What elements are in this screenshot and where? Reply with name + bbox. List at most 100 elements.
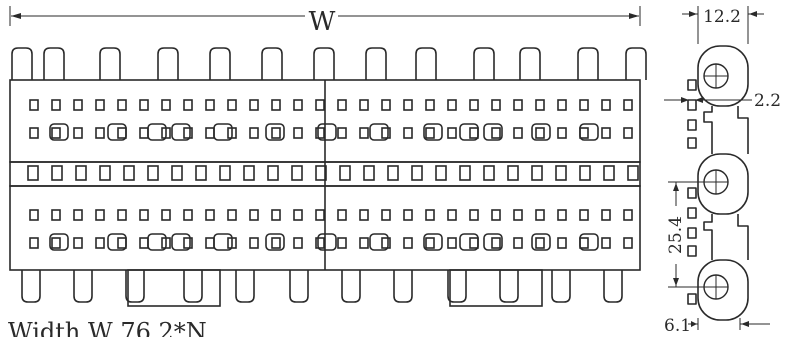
hinge-knuckle — [75, 165, 87, 181]
belt-cell — [317, 123, 337, 141]
side-view-profile — [687, 45, 749, 321]
belt-hole — [205, 237, 215, 249]
hinge-gap-label: 2.2 — [754, 91, 781, 111]
belt-hole — [51, 209, 61, 221]
belt-hole — [337, 99, 347, 111]
belt-hole — [315, 237, 325, 249]
belt-hole — [337, 237, 347, 249]
hinge-tab — [73, 270, 93, 303]
belt-hole — [139, 99, 149, 111]
belt-hole — [557, 237, 567, 249]
belt-hole — [73, 209, 83, 221]
belt-cell — [171, 233, 191, 251]
belt-hole — [73, 127, 83, 139]
belt-hole — [183, 237, 193, 249]
belt-hole — [447, 99, 457, 111]
belt-hole — [579, 99, 589, 111]
belt-hole — [293, 99, 303, 111]
belt-hole — [491, 99, 501, 111]
belt-hole — [623, 209, 633, 221]
belt-hole — [447, 237, 457, 249]
belt-hole — [359, 237, 369, 249]
belt-hole — [579, 237, 589, 249]
hinge-tab — [519, 47, 541, 80]
belt-hole — [491, 237, 501, 249]
hinge-tab — [99, 47, 121, 80]
hinge-tab — [21, 270, 41, 303]
offset-label: 6.1 — [664, 316, 691, 336]
belt-hole — [51, 99, 61, 111]
belt-hole — [249, 127, 259, 139]
belt-hole — [183, 99, 193, 111]
hinge-knuckle — [411, 165, 423, 181]
hinge-tab — [313, 47, 335, 80]
belt-hole — [403, 127, 413, 139]
belt-hole — [557, 99, 567, 111]
hinge-knuckle — [627, 165, 639, 181]
hinge-knuckle — [579, 165, 591, 181]
belt-hole — [513, 99, 523, 111]
belt-hole — [161, 209, 171, 221]
belt-hole — [491, 209, 501, 221]
hinge-knuckle — [291, 165, 303, 181]
belt-hole — [139, 209, 149, 221]
belt-hole — [161, 99, 171, 111]
belt-hole — [271, 237, 281, 249]
belt-cell — [459, 123, 479, 141]
belt-hole — [117, 127, 127, 139]
belt-hole — [469, 127, 479, 139]
belt-cell — [531, 123, 551, 141]
belt-hole — [95, 127, 105, 139]
hinge-knuckle — [147, 165, 159, 181]
belt-hole — [73, 237, 83, 249]
hinge-knuckle — [267, 165, 279, 181]
belt-cell — [147, 233, 167, 251]
hinge-band — [9, 161, 641, 187]
belt-hole — [425, 127, 435, 139]
hinge-tab — [183, 270, 203, 303]
belt-hole — [557, 209, 567, 221]
belt-hole — [139, 237, 149, 249]
belt-hole — [249, 99, 259, 111]
belt-hole — [73, 99, 83, 111]
pin-hole — [703, 63, 729, 89]
belt-hole — [271, 127, 281, 139]
belt-hole — [293, 127, 303, 139]
hinge-knuckle — [603, 165, 615, 181]
offset-dimension: 6.1 — [664, 316, 770, 336]
belt-hole — [227, 99, 237, 111]
hinge-knuckle — [363, 165, 375, 181]
belt-hole — [535, 237, 545, 249]
belt-cell — [369, 123, 389, 141]
belt-hole — [513, 209, 523, 221]
belt-cell — [107, 123, 127, 141]
belt-hole — [359, 209, 369, 221]
belt-hole — [425, 237, 435, 249]
belt-cell — [579, 123, 599, 141]
belt-cell — [265, 123, 285, 141]
belt-cell — [531, 233, 551, 251]
belt-hole — [183, 127, 193, 139]
belt-hole — [117, 99, 127, 111]
hinge-knuckle — [387, 165, 399, 181]
hinge-tab — [125, 270, 145, 303]
belt-front-view — [9, 47, 647, 307]
belt-hole — [29, 99, 39, 111]
belt-hole — [425, 209, 435, 221]
belt-hole — [29, 237, 39, 249]
belt-hole — [381, 127, 391, 139]
bottom-flange — [449, 269, 543, 307]
belt-hole — [29, 127, 39, 139]
belt-hole — [95, 237, 105, 249]
hinge-knuckle — [555, 165, 567, 181]
belt-hole — [579, 209, 589, 221]
belt-cell — [171, 123, 191, 141]
belt-hole — [579, 127, 589, 139]
belt-hole — [183, 209, 193, 221]
hinge-tab — [209, 47, 231, 80]
belt-hole — [337, 209, 347, 221]
belt-hole — [601, 99, 611, 111]
hinge-tab — [625, 47, 647, 80]
belt-hole — [249, 209, 259, 221]
